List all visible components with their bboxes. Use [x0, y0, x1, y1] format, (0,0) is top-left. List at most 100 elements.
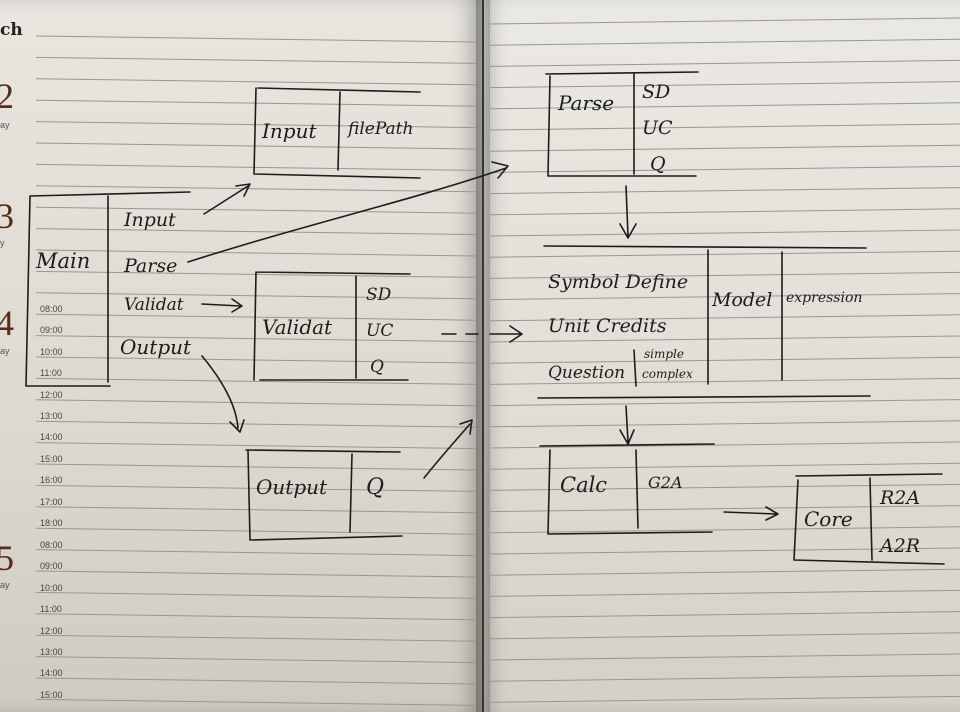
arrow-main-to-validat	[201, 298, 243, 313]
validat-box-label: Validat	[262, 315, 333, 339]
input-box-field: filePath	[346, 119, 413, 139]
ruled-line	[489, 462, 960, 470]
ruled-line	[489, 187, 960, 195]
output-box-field: Q	[366, 475, 384, 500]
time-label: 15:00	[40, 453, 63, 464]
ruled-line	[35, 56, 477, 64]
ruled-line	[489, 632, 960, 640]
ruled-line	[35, 249, 477, 257]
core-box: Core R2A A2R	[793, 473, 945, 565]
ruled-line	[35, 613, 477, 621]
ruled-line	[35, 399, 477, 407]
model-row-unit-credits: Unit Credits	[548, 315, 667, 337]
ruled-line	[489, 695, 960, 703]
parse-field-uc: UC	[642, 117, 673, 139]
ruled-line	[489, 674, 960, 682]
day-label: y	[0, 238, 5, 248]
model-row-question: Question	[548, 363, 625, 383]
ruled-line	[489, 314, 960, 322]
arrow-main-to-output	[201, 355, 245, 433]
ruled-line	[35, 570, 477, 578]
ruled-line	[35, 420, 477, 428]
time-label: 13:00	[40, 647, 63, 657]
day-number: 3	[0, 196, 14, 236]
ruled-line	[35, 634, 477, 642]
calc-box-label: Calc	[560, 473, 607, 497]
ruled-line	[489, 441, 960, 449]
parse-field-sd: SD	[642, 81, 670, 103]
ruled-line	[489, 250, 960, 258]
ruled-line	[35, 313, 477, 321]
ruled-line	[489, 271, 960, 279]
ruled-line	[35, 121, 477, 129]
time-label: 12:00	[40, 625, 63, 636]
arrow-main-to-parse	[187, 161, 509, 263]
ruled-line	[35, 484, 477, 492]
calc-box: Calc G2A	[539, 443, 715, 535]
time-label: 10:00	[40, 346, 63, 357]
ruled-line	[35, 549, 477, 557]
parse-field-q: Q	[650, 153, 666, 175]
notebook-gutter	[476, 0, 490, 712]
ruled-line	[489, 420, 960, 428]
model-field-expression: expression	[786, 290, 862, 306]
output-box-label: Output	[256, 475, 328, 499]
day-number: 5	[0, 538, 14, 578]
ruled-line	[35, 335, 477, 343]
ruled-line	[489, 505, 960, 513]
arrow-calc-to-core	[723, 506, 779, 521]
ruled-line	[489, 589, 960, 597]
validat-field-sd: SD	[366, 285, 392, 305]
arrow-model-to-calc	[619, 405, 635, 445]
ruled-line	[489, 81, 960, 89]
time-label: 09:00	[40, 325, 63, 336]
calc-box-field: G2A	[648, 473, 683, 492]
main-item-output: Output	[120, 335, 192, 359]
time-label: 11:00	[40, 368, 62, 379]
model-box: Symbol Define Unit Credits Question simp…	[537, 245, 871, 399]
model-question-simple: simple	[644, 347, 684, 361]
ruled-line	[489, 547, 960, 555]
time-label: 14:00	[40, 668, 63, 679]
ruled-line	[35, 527, 477, 535]
time-label: 17:00	[40, 496, 63, 507]
ruled-line	[35, 677, 477, 685]
day-number: 4	[0, 303, 14, 343]
ruled-line	[489, 356, 960, 364]
input-box: Input filePath	[253, 87, 421, 179]
ruled-line	[489, 208, 960, 216]
main-box: Main Input Parse Validat Output	[25, 191, 192, 387]
time-label: 10:00	[40, 582, 63, 593]
time-label: 11:00	[40, 604, 62, 615]
main-item-parse: Parse	[123, 255, 177, 277]
ruled-line	[489, 335, 960, 343]
ruled-line	[489, 165, 960, 173]
ruled-line	[35, 698, 477, 706]
time-label: 08:00	[40, 304, 63, 314]
day-label: ay	[0, 346, 10, 356]
month-header: ch	[0, 20, 23, 40]
time-label: 09:00	[40, 561, 63, 572]
time-label: 12:00	[40, 389, 63, 400]
ruled-line	[35, 163, 477, 171]
ruled-line	[489, 568, 960, 576]
validat-field-uc: UC	[366, 321, 393, 341]
core-box-label: Core	[804, 507, 853, 531]
ruled-line	[489, 377, 960, 385]
ruled-line	[35, 35, 477, 43]
parse-box: Parse SD UC Q	[545, 71, 699, 177]
ruled-line	[35, 78, 477, 86]
ruled-line	[489, 102, 960, 110]
ruled-line	[489, 653, 960, 661]
time-label: 15:00	[40, 689, 63, 700]
arrow-validat-to-model	[441, 325, 523, 343]
model-row-symbol-define: Symbol Define	[548, 271, 688, 293]
ruled-line	[489, 611, 960, 619]
output-box: Output Q	[245, 449, 403, 541]
parse-box-label: Parse	[557, 91, 614, 115]
day-label: ay	[0, 120, 10, 130]
time-label: 13:00	[40, 411, 63, 421]
arrow-output-to-model	[423, 419, 473, 479]
ruled-line	[35, 442, 477, 450]
